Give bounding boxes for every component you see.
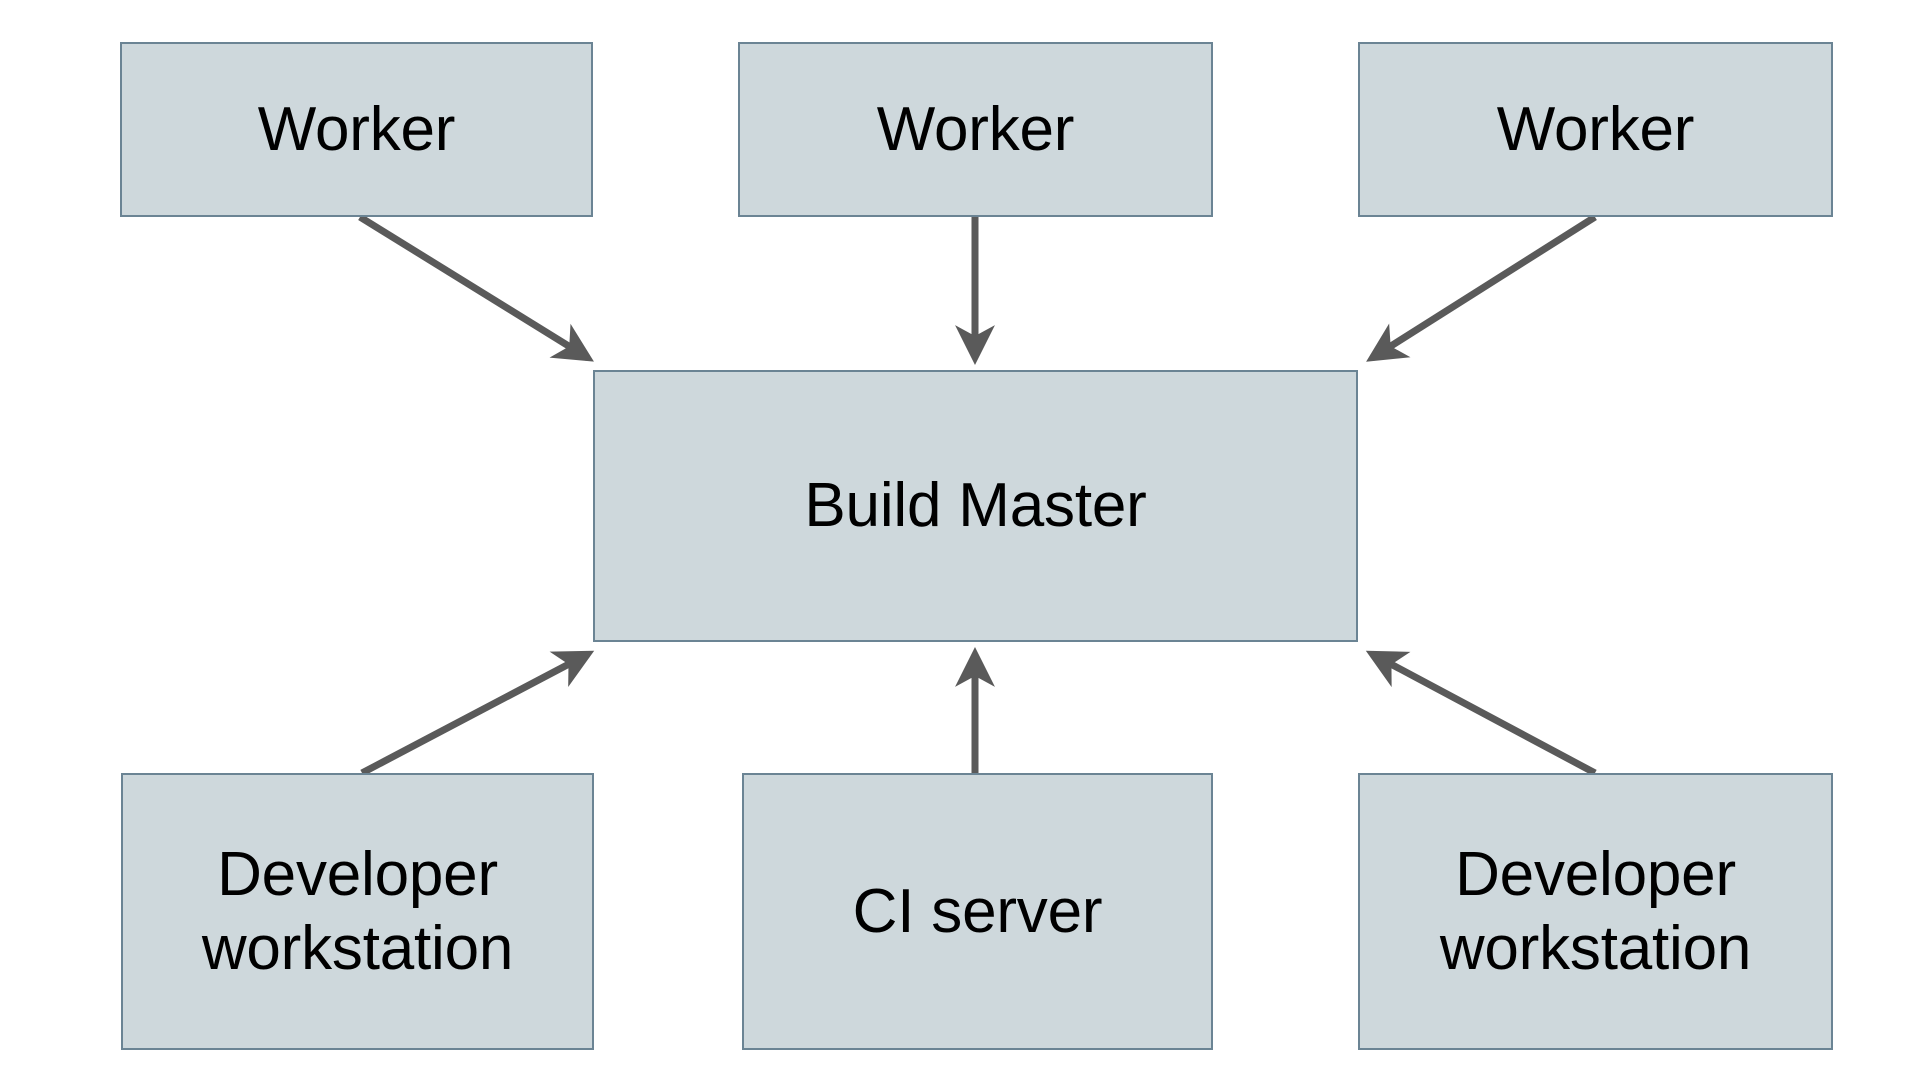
node-worker-1-label: Worker bbox=[257, 94, 456, 164]
node-worker-3[interactable]: Worker bbox=[1358, 42, 1833, 217]
edge-dev-ws-1-to-build-master bbox=[360, 650, 595, 777]
node-developer-workstation-1[interactable]: Developer workstation bbox=[121, 773, 594, 1050]
node-worker-2[interactable]: Worker bbox=[738, 42, 1213, 217]
node-developer-workstation-2-label: Developer workstation bbox=[1439, 840, 1752, 983]
node-developer-workstation-2[interactable]: Developer workstation bbox=[1358, 773, 1833, 1050]
node-worker-3-label: Worker bbox=[1496, 94, 1695, 164]
edge-dev-ws-2-to-build-master bbox=[1365, 650, 1597, 777]
node-developer-workstation-1-label: Developer workstation bbox=[201, 840, 514, 983]
edge-worker-1-to-build-master bbox=[358, 214, 594, 362]
node-ci-server[interactable]: CI server bbox=[742, 773, 1213, 1050]
edge-worker-3-to-build-master bbox=[1366, 214, 1597, 362]
node-worker-1[interactable]: Worker bbox=[120, 42, 593, 217]
node-worker-2-label: Worker bbox=[876, 94, 1075, 164]
node-build-master-label: Build Master bbox=[804, 471, 1147, 541]
node-ci-server-label: CI server bbox=[852, 876, 1103, 946]
node-build-master[interactable]: Build Master bbox=[593, 370, 1358, 642]
